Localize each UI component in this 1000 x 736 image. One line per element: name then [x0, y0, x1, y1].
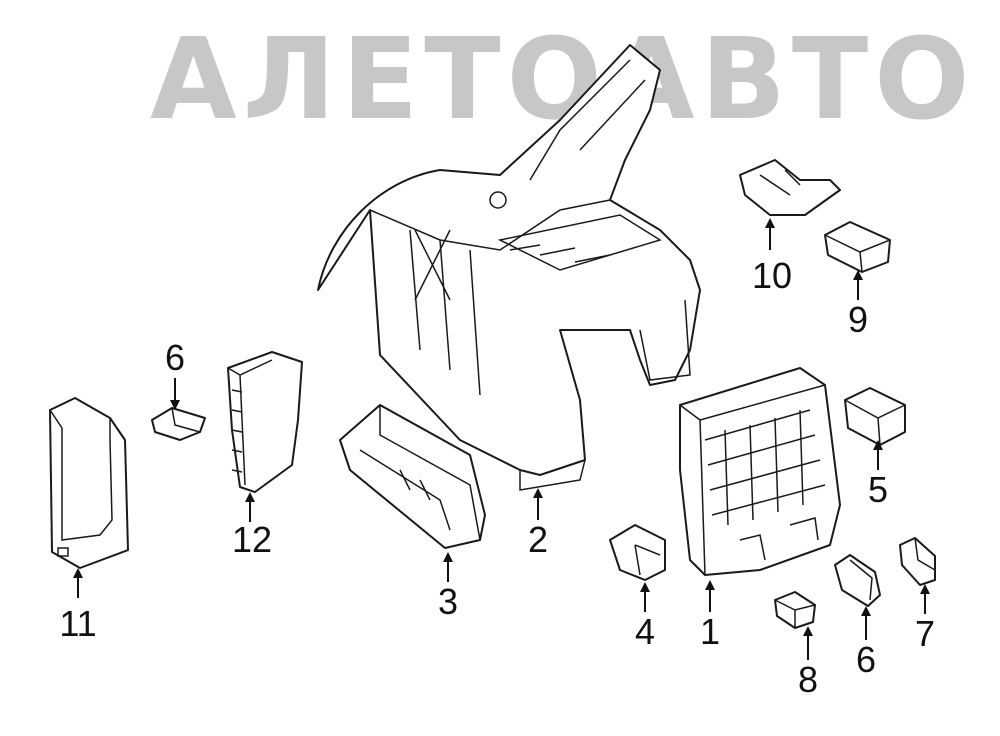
callout-11: 11 — [59, 603, 96, 644]
part-4-connector — [609, 524, 666, 581]
part-11-frame — [49, 397, 129, 569]
part-3-tray — [339, 404, 486, 549]
callout-8: 8 — [798, 659, 818, 700]
callout-6-left: 6 — [165, 337, 185, 378]
part-9-relay — [824, 221, 891, 273]
part-1-fuse-box — [679, 367, 841, 576]
callout-2: 2 — [528, 519, 548, 560]
part-5-relay — [844, 387, 906, 446]
part-12-cover — [227, 351, 303, 493]
part-10-clip — [739, 159, 841, 216]
callout-labels: 1 2 3 4 5 6 6 7 8 9 10 11 12 — [59, 255, 935, 700]
callout-4: 4 — [635, 611, 655, 652]
part-2-bracket — [317, 44, 701, 491]
callout-3: 3 — [438, 581, 458, 622]
part-6-fuse-right — [834, 554, 881, 607]
part-7-fuse — [899, 537, 936, 586]
callout-12: 12 — [232, 519, 272, 560]
callout-10: 10 — [752, 255, 792, 296]
callout-7: 7 — [915, 613, 935, 654]
part-6-fuse-left — [151, 407, 206, 441]
callout-6-right: 6 — [856, 639, 876, 680]
callout-5: 5 — [868, 469, 888, 510]
callout-9: 9 — [848, 299, 868, 340]
leader-arrows — [73, 218, 930, 660]
part-8-block — [774, 591, 816, 629]
callout-1: 1 — [700, 611, 720, 652]
